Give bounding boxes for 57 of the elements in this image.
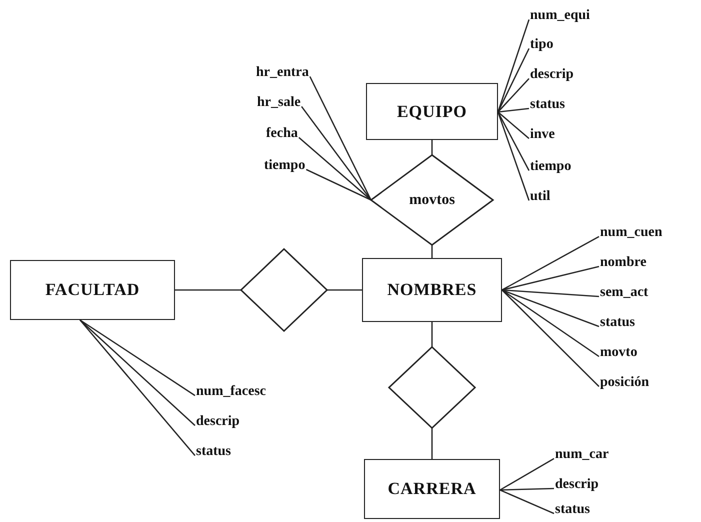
connector-line xyxy=(298,137,372,200)
connector-line xyxy=(327,289,362,291)
connector-line xyxy=(500,489,554,514)
connector-line xyxy=(500,488,554,491)
entity-box: NOMBRES xyxy=(362,258,502,322)
connector-line xyxy=(80,320,196,426)
attribute-label: nombre xyxy=(600,255,646,271)
attribute-label: util xyxy=(530,189,550,205)
connector-line xyxy=(431,428,433,459)
attribute-label: hr_entra xyxy=(256,65,309,81)
attribute-label: status xyxy=(196,444,232,460)
attribute-label: inve xyxy=(530,127,555,143)
connector-line xyxy=(431,245,433,258)
attribute-label: status xyxy=(555,502,590,518)
connector-line xyxy=(175,289,241,291)
connector-line xyxy=(80,320,196,456)
connector-line xyxy=(502,266,600,291)
connector-line xyxy=(502,236,600,291)
attribute-label: hr_sale xyxy=(257,95,301,111)
connector-line xyxy=(498,78,530,112)
attribute-label: descrip xyxy=(555,477,599,493)
attribute-label: status xyxy=(600,315,636,331)
connector-line xyxy=(502,289,600,298)
attribute-label: num_car xyxy=(555,447,609,463)
attribute-label: tipo xyxy=(530,37,554,53)
attribute-label: num_facesc xyxy=(196,384,266,400)
attribute-label: num_cuen xyxy=(600,225,662,241)
connector-line xyxy=(500,458,554,491)
connector-line xyxy=(497,48,530,112)
connector-line xyxy=(301,106,372,200)
connector-line xyxy=(498,112,530,140)
connector-line xyxy=(498,108,530,113)
relationship-diamond xyxy=(389,347,475,428)
attribute-label: tiempo xyxy=(264,158,306,174)
attribute-label: sem_act xyxy=(600,285,648,301)
connector-line xyxy=(306,168,372,201)
entity-box: EQUIPO xyxy=(366,83,498,140)
relationship-diamond xyxy=(241,249,327,331)
attribute-label: fecha xyxy=(266,126,298,142)
connector-line xyxy=(497,112,530,171)
connector-line xyxy=(80,319,196,396)
attribute-label: status xyxy=(530,97,566,113)
connector-line xyxy=(431,322,433,347)
attribute-label: tiempo xyxy=(530,159,572,175)
attribute-label: descrip xyxy=(196,414,240,430)
connector-line xyxy=(502,289,600,358)
entity-box: FACULTAD xyxy=(10,260,175,320)
attribute-label: posición xyxy=(600,375,650,391)
relationship-diamond: movtos xyxy=(371,155,493,245)
connector-line xyxy=(502,289,600,328)
attribute-label: descrip xyxy=(530,67,574,83)
attribute-label: num_equi xyxy=(530,8,590,24)
connector-line xyxy=(431,140,433,155)
connector-line xyxy=(309,76,372,200)
connector-line xyxy=(502,290,600,387)
attribute-label: movto xyxy=(600,345,638,361)
entity-box: CARRERA xyxy=(364,459,500,519)
